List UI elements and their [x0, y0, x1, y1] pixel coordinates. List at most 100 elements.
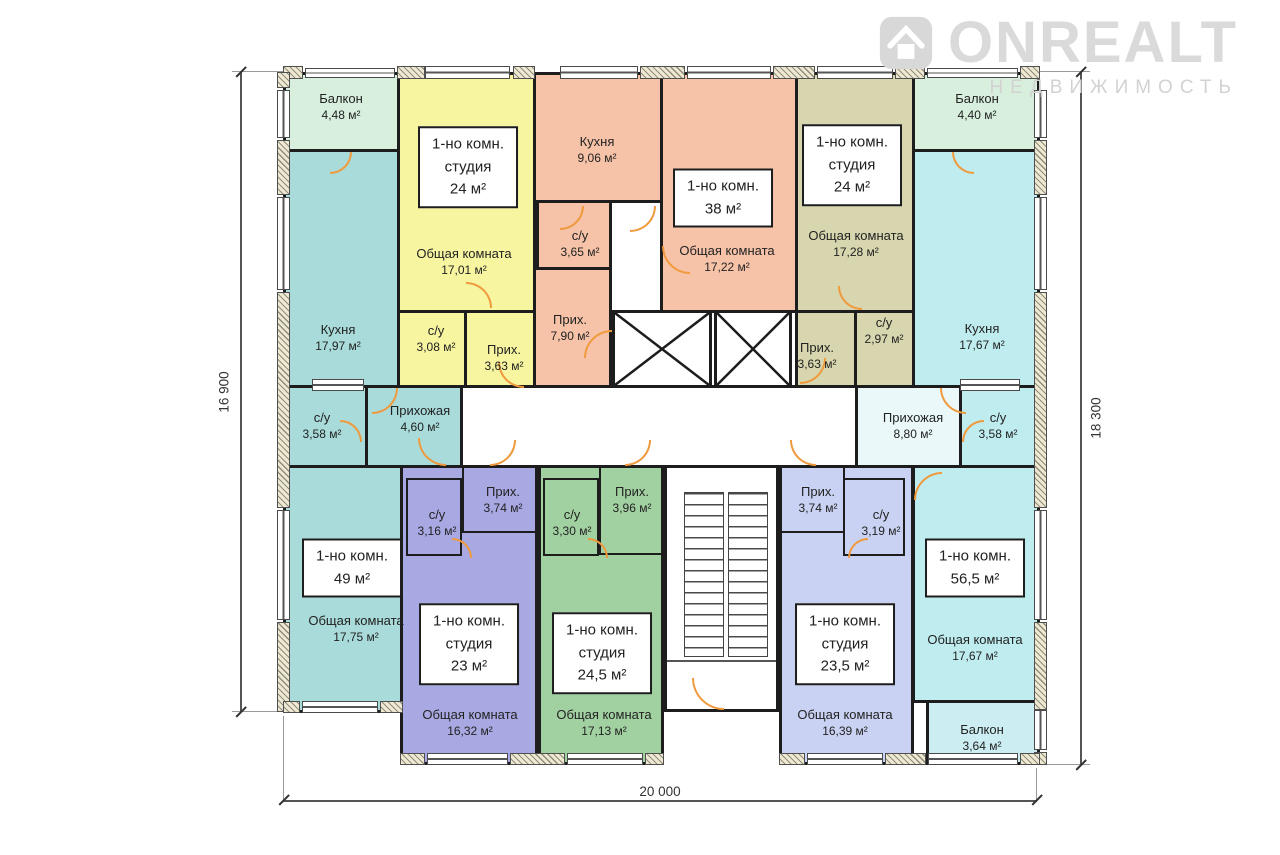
- apartment-area: 49 м²: [333, 570, 371, 587]
- apartment-type: 1-но комн.: [433, 612, 505, 630]
- apartment-area: 24 м²: [833, 178, 871, 196]
- room-name: Прих.: [615, 483, 649, 499]
- window: [817, 66, 893, 79]
- room-area: 3,96 м²: [612, 500, 652, 515]
- partition-lavender-su: [843, 478, 905, 556]
- window: [927, 68, 1018, 78]
- window: [305, 68, 395, 78]
- window: [687, 66, 771, 79]
- room-name: Прих.: [800, 339, 834, 355]
- dimension-line-bottom: [283, 800, 1037, 802]
- elevator-shaft-2: [714, 310, 792, 388]
- room-area: 4,48 м²: [321, 107, 361, 122]
- door-arc: [630, 206, 656, 232]
- room-name: с/у: [563, 506, 581, 522]
- room-area: 16,39 м²: [822, 723, 868, 738]
- label-su-green: с/у 3,30 м²: [553, 507, 592, 539]
- label-prih-lavender: Прих. 3,74 м²: [799, 484, 838, 516]
- label-hall-right: Прихожая 8,80 м²: [883, 410, 943, 442]
- window: [312, 379, 364, 391]
- label-balcony-bottom-right: Балкон 3,64 м²: [960, 722, 1004, 754]
- room-name: Общая комната: [556, 706, 652, 722]
- apartment-box-studio24-olive: 1-но комн. студия 24 м²: [802, 124, 902, 206]
- window: [1034, 710, 1047, 750]
- window: [928, 753, 1018, 765]
- label-prih-purple: Прих. 3,74 м²: [484, 484, 523, 516]
- apartment-box-studio235: 1-но комн. студия 23,5 м²: [795, 603, 895, 685]
- window: [425, 66, 510, 79]
- room-name: Общая комната: [797, 706, 893, 722]
- label-su-right: с/у 3,58 м²: [979, 410, 1018, 442]
- label-balcony-top-left: Балкон 4,48 м²: [319, 91, 363, 123]
- label-common-salmon: Общая комната 17,22 м²: [679, 243, 774, 275]
- room-name: Общая комната: [416, 245, 512, 261]
- window: [807, 753, 883, 765]
- stair-landing-line: [667, 660, 776, 662]
- partition-green-su: [543, 478, 599, 556]
- room-area: 7,90 м²: [550, 328, 590, 343]
- apartment-box-studio24-yellow: 1-но комн. студия 24 м²: [418, 126, 518, 208]
- room-area: 3,63 м²: [484, 358, 524, 373]
- label-su-olive: с/у 2,97 м²: [865, 315, 904, 347]
- extension-line: [232, 71, 283, 72]
- wall-hatch: [397, 66, 425, 79]
- apartment-subtype: студия: [578, 643, 626, 661]
- label-balcony-top-right: Балкон 4,40 м²: [955, 91, 999, 123]
- label-su-salmon: с/у 3,65 м²: [561, 228, 600, 260]
- window: [277, 90, 290, 138]
- room-name: Прихожая: [389, 402, 451, 418]
- apartment-type: 1-но комн.: [316, 547, 388, 565]
- extension-line: [283, 716, 284, 800]
- window: [1034, 510, 1047, 620]
- label-common-purple: Общая комната 16,32 м²: [422, 707, 517, 739]
- label-prih-green: Прих. 3,96 м²: [613, 484, 652, 516]
- room-area: 3,58 м²: [302, 426, 342, 441]
- room-area: 3,74 м²: [798, 500, 838, 515]
- apartment-subtype: студия: [821, 634, 869, 652]
- wall-hatch: [283, 701, 300, 713]
- apartment-box-studio245: 1-но комн. студия 24,5 м²: [552, 612, 652, 694]
- window: [277, 510, 290, 620]
- label-common-green: Общая комната 17,13 м²: [556, 707, 651, 739]
- room-name: Кухня: [320, 321, 356, 337]
- dimension-label-bottom: 20 000: [639, 784, 681, 799]
- corridor: [460, 385, 858, 468]
- apartment-area: 23,5 м²: [820, 657, 870, 675]
- apartment-box-flat38: 1-но комн. 38 м²: [673, 168, 773, 228]
- apartment-type: 1-но комн.: [816, 133, 888, 151]
- room-area: 17,22 м²: [704, 259, 750, 274]
- room-kitchen-top-right: [912, 149, 1040, 388]
- apartment-area: 56,5 м²: [950, 570, 1000, 587]
- apartment-area: 24,5 м²: [577, 666, 627, 684]
- wall-hatch: [640, 66, 685, 79]
- apartment-box-studio23: 1-но комн. студия 23 м²: [419, 603, 519, 685]
- room-name: Кухня: [579, 133, 615, 149]
- window: [567, 753, 643, 765]
- wall-hatch: [1034, 622, 1047, 710]
- label-common-yellow: Общая комната 17,01 м²: [416, 246, 511, 278]
- elevator-shaft-1: [612, 310, 712, 388]
- window: [277, 197, 290, 290]
- room-area: 3,74 м²: [483, 500, 523, 515]
- label-su-left: с/у 3,58 м²: [303, 410, 342, 442]
- room-area: 3,16 м²: [417, 523, 457, 538]
- room-area: 17,97 м²: [315, 338, 361, 353]
- label-common-left: Общая комната 17,75 м²: [308, 613, 403, 645]
- wall-hatch: [779, 753, 805, 765]
- apartment-type: 1-но комн.: [432, 135, 504, 153]
- room-area: 16,32 м²: [447, 723, 493, 738]
- window: [960, 379, 1020, 391]
- room-salmon-prih: [533, 267, 612, 388]
- house-icon: [879, 16, 933, 70]
- room-area: 17,67 м²: [952, 648, 998, 663]
- wall-hatch: [885, 753, 926, 765]
- room-name: с/у: [427, 322, 445, 338]
- elevator-cross-icon: [717, 313, 789, 385]
- room-yellow-prih: [464, 310, 536, 388]
- room-name: Общая комната: [927, 631, 1023, 647]
- wall-hatch: [277, 140, 290, 195]
- apartment-subtype: студия: [828, 155, 876, 173]
- partition-purple-su: [406, 478, 462, 556]
- room-area: 8,80 м²: [893, 426, 933, 441]
- room-name: с/у: [428, 506, 446, 522]
